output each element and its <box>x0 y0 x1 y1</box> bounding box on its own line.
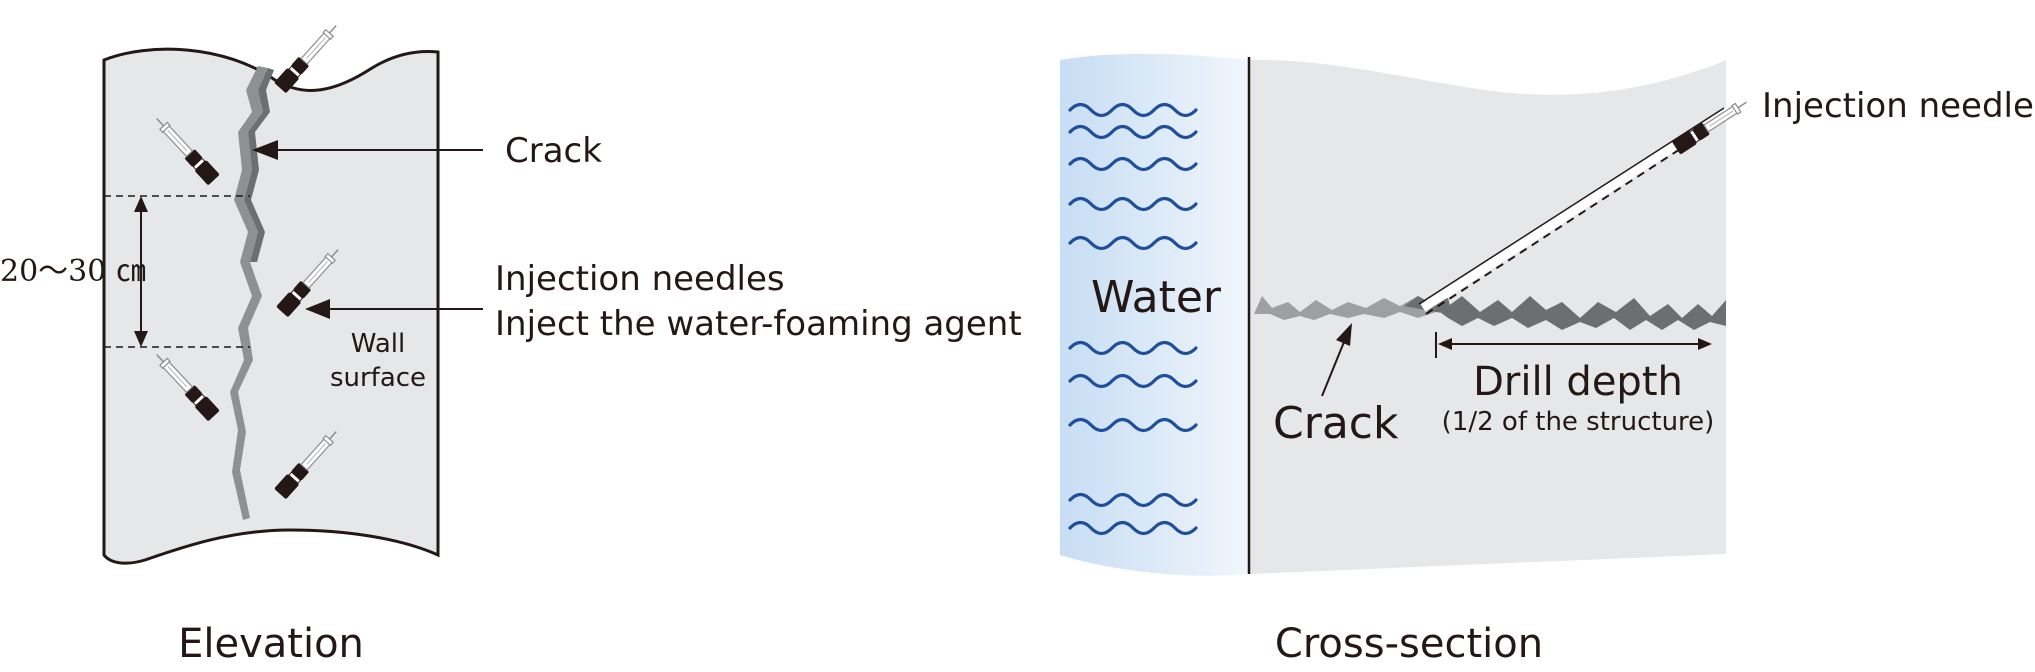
injection-needles-label: Injection needles <box>495 259 785 299</box>
spacing-arrowhead-bottom <box>134 331 148 347</box>
water-region <box>1060 53 1249 576</box>
elevation-crack-label: Crack <box>505 131 602 171</box>
drill-depth-arrowhead-left <box>1438 338 1452 350</box>
cross-crack-pointer-line <box>1321 341 1345 397</box>
drill-hole-dash <box>1425 117 1729 315</box>
cross-crack-light <box>1254 296 1452 320</box>
drill-depth-label: Drill depth <box>1473 359 1683 405</box>
elevation-view: 20～30 ㎝ Crack Injection needles Inject t… <box>0 19 1022 667</box>
cross-section-title: Cross-section <box>1275 621 1543 667</box>
inject-agent-label: Inject the water-foaming agent <box>495 304 1022 344</box>
needles-pointer-arrowhead <box>305 299 330 319</box>
cross-crack-label: Crack <box>1273 398 1399 449</box>
wall-label: Wall <box>351 329 405 359</box>
cross-section-view: Water Injection needle Crack Drill depth… <box>1060 53 2034 667</box>
spacing-arrowhead-top <box>134 196 148 212</box>
drill-depth-sublabel: (1/2 of the structure) <box>1442 407 1715 437</box>
spacing-label: 20～30 ㎝ <box>0 254 146 289</box>
cross-needle-label: Injection needle <box>1762 86 2034 126</box>
cross-crack-pointer-arrowhead <box>1336 323 1352 346</box>
elevation-title: Elevation <box>178 621 364 667</box>
elevation-crack-shade <box>244 68 274 262</box>
cross-crack-dark <box>1404 296 1726 330</box>
surface-label: surface <box>330 363 426 393</box>
water-label: Water <box>1091 272 1222 323</box>
drill-depth-arrowhead-right <box>1698 338 1712 350</box>
elevation-crack <box>230 66 268 520</box>
crack-pointer-arrowhead <box>252 140 278 160</box>
elevation-needle-1 <box>273 19 343 95</box>
elevation-wall <box>102 47 440 565</box>
